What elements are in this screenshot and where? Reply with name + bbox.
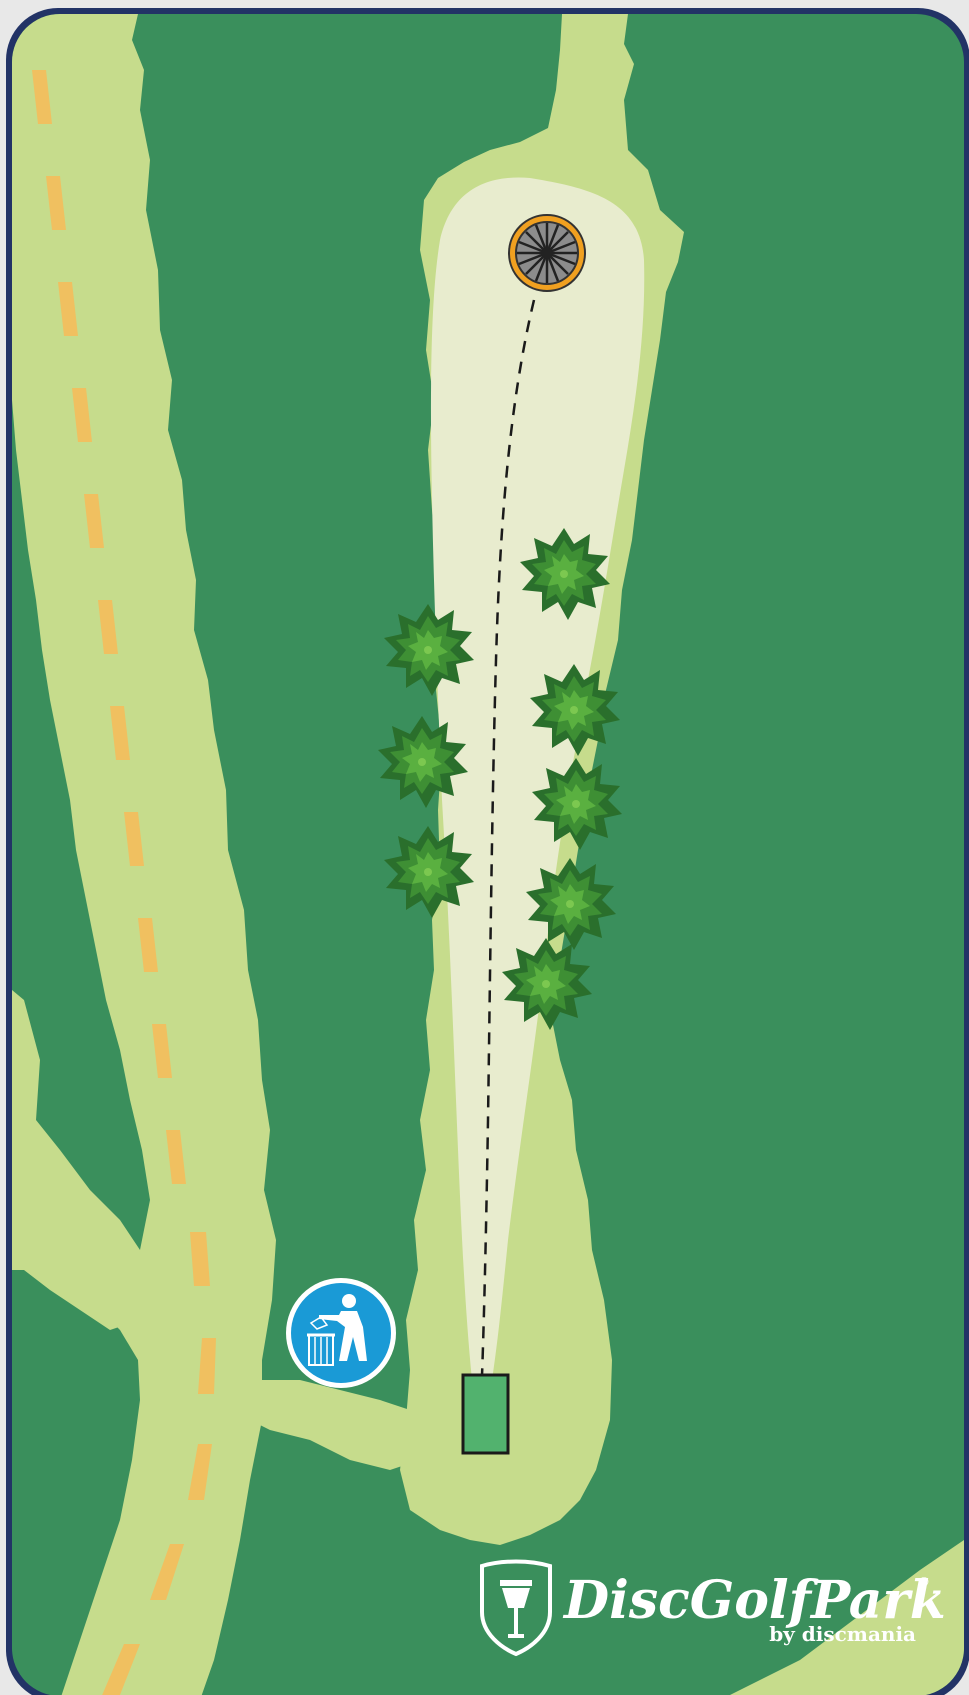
logo-registered-mark: ® bbox=[918, 1575, 930, 1589]
walkway-connector bbox=[250, 1380, 420, 1470]
walkway-corner-bottom-right bbox=[720, 1540, 964, 1695]
logo-byline-text: by discmania bbox=[769, 1622, 916, 1646]
fairway bbox=[430, 177, 645, 1380]
logo-brand-text: DiscGolfPark bbox=[562, 1570, 946, 1631]
trash-bin-icon bbox=[286, 1278, 396, 1388]
tee-pad-icon bbox=[461, 1373, 510, 1455]
walkway-branch-left bbox=[12, 990, 150, 1330]
disc-golf-shield-logo-icon bbox=[480, 1559, 552, 1657]
discgolfpark-logo: DiscGolfPark ® by discmania bbox=[480, 1559, 946, 1657]
walkway-dashes bbox=[32, 70, 216, 1695]
disc-golf-basket-icon bbox=[508, 214, 586, 292]
flight-line bbox=[480, 299, 536, 1377]
